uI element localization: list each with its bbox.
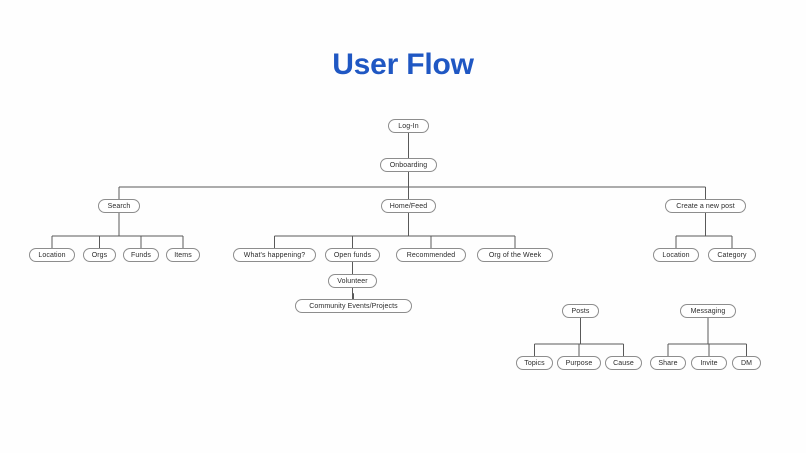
flow-node-location2[interactable]: Location [653,248,699,262]
flow-node-category[interactable]: Category [708,248,756,262]
flow-node-purpose[interactable]: Purpose [557,356,601,370]
flow-node-share[interactable]: Share [650,356,686,370]
flow-node-community[interactable]: Community Events/Projects [295,299,412,313]
flow-node-invite[interactable]: Invite [691,356,727,370]
flow-node-volunteer[interactable]: Volunteer [328,274,377,288]
flow-node-createpost[interactable]: Create a new post [665,199,746,213]
flow-node-messaging[interactable]: Messaging [680,304,736,318]
flow-node-homefeed[interactable]: Home/Feed [381,199,436,213]
flow-node-search[interactable]: Search [98,199,140,213]
flow-node-recommended[interactable]: Recommended [396,248,466,262]
flow-node-onboarding[interactable]: Onboarding [380,158,437,172]
flow-node-orgweek[interactable]: Org of the Week [477,248,553,262]
flow-node-funds[interactable]: Funds [123,248,159,262]
flow-node-posts[interactable]: Posts [562,304,599,318]
flow-node-cause[interactable]: Cause [605,356,642,370]
flow-node-location1[interactable]: Location [29,248,75,262]
flow-node-items[interactable]: Items [166,248,200,262]
flow-node-openfunds[interactable]: Open funds [325,248,380,262]
flow-node-topics[interactable]: Topics [516,356,553,370]
page-title: User Flow [332,48,474,81]
flow-node-whatshap[interactable]: What's happening? [233,248,316,262]
flow-node-login[interactable]: Log-In [388,119,429,133]
flow-node-dm[interactable]: DM [732,356,761,370]
flow-node-orgs[interactable]: Orgs [83,248,116,262]
